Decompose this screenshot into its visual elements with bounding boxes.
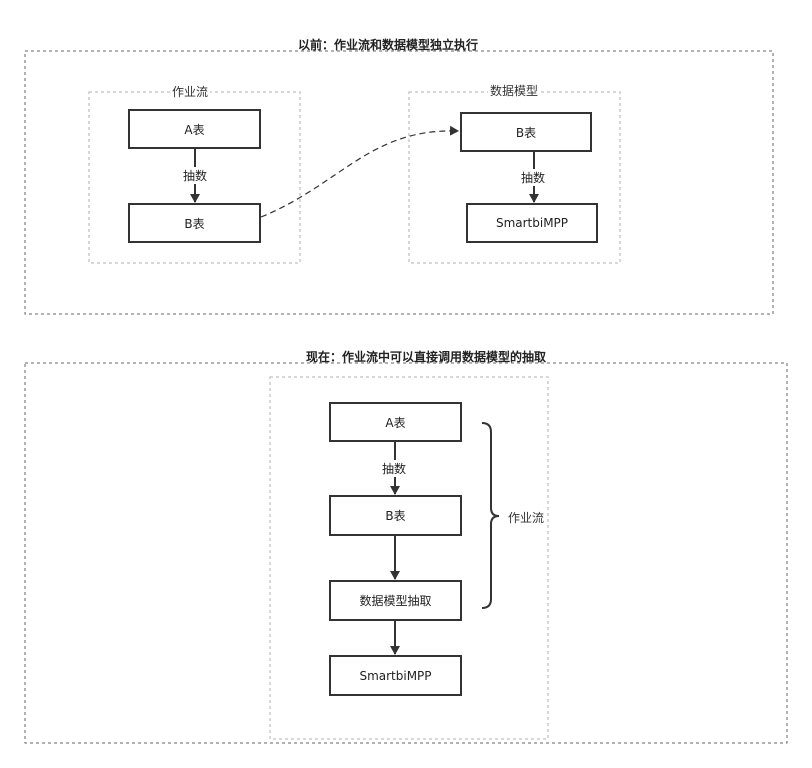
- model-edge-label: 抽数: [520, 169, 547, 186]
- bottom-inner-frame: [269, 376, 549, 740]
- model-node-b: B表: [460, 112, 592, 152]
- model-group-frame: [408, 91, 621, 264]
- workflow-brace: [481, 422, 500, 609]
- workflow-node-b: B表: [128, 203, 261, 243]
- top-section-title: 以前：作业流和数据模型独立执行: [298, 38, 479, 52]
- node-mpp: SmartbiMPP: [329, 655, 462, 696]
- node-a: A表: [329, 402, 462, 442]
- edge-extract-label: 抽数: [381, 460, 408, 477]
- model-node-mpp: SmartbiMPP: [466, 203, 598, 243]
- workflow-edge-label: 抽数: [182, 167, 209, 184]
- workflow-group-frame: [88, 91, 301, 264]
- model-group-label: 数据模型: [488, 82, 541, 99]
- dashed-link-arrow: [260, 125, 459, 218]
- workflow-node-a: A表: [128, 109, 261, 149]
- bottom-section-frame: [24, 362, 788, 744]
- bottom-section-title: 现在：作业流中可以直接调用数据模型的抽取: [306, 350, 547, 364]
- node-model-extract: 数据模型抽取: [329, 580, 462, 621]
- node-b: B表: [329, 495, 462, 536]
- brace-label: 作业流: [508, 511, 545, 525]
- workflow-group-label: 作业流: [170, 83, 211, 100]
- top-section-frame: [24, 50, 774, 315]
